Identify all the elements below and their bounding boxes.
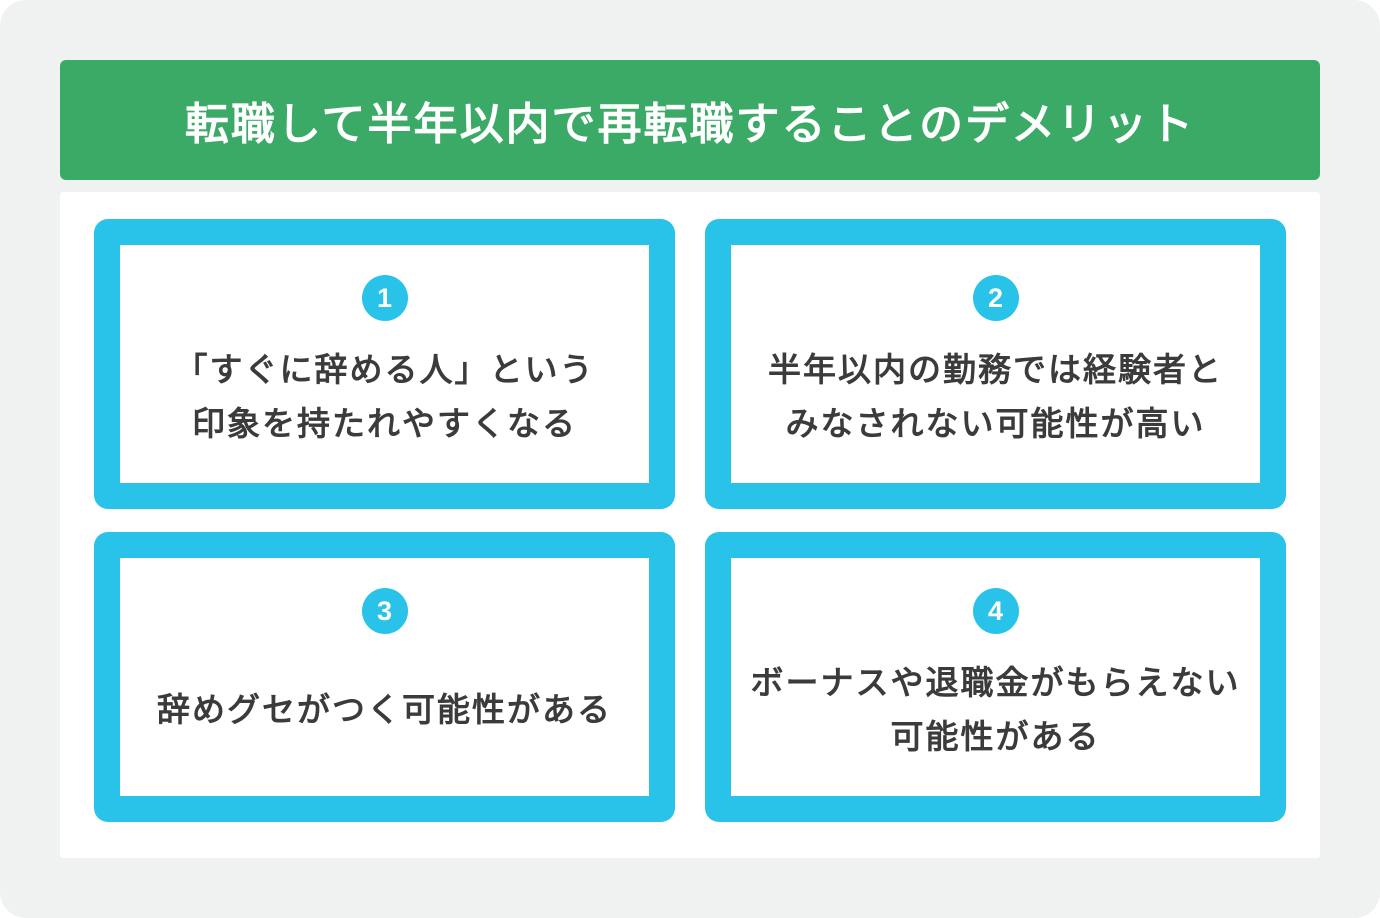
card-text: 「すぐに辞める人」という 印象を持たれやすくなる xyxy=(174,350,595,442)
content-panel: 1 「すぐに辞める人」という 印象を持たれやすくなる 2 半年以内の勤務では経験… xyxy=(60,192,1320,858)
card-text: 辞めグセがつく可能性がある xyxy=(157,690,612,728)
card-number: 1 xyxy=(376,282,393,313)
card-text: ボーナスや退職金がもらえない 可能性がある xyxy=(750,663,1241,755)
demerit-card-2: 2 半年以内の勤務では経験者と みなされない可能性が高い xyxy=(705,219,1286,509)
card-number: 3 xyxy=(376,595,393,626)
number-badge-1: 1 xyxy=(361,275,408,321)
card-grid: 1 「すぐに辞める人」という 印象を持たれやすくなる 2 半年以内の勤務では経験… xyxy=(94,219,1286,822)
card-number: 2 xyxy=(987,282,1004,313)
number-badge-4: 4 xyxy=(972,588,1019,634)
demerit-card-4: 4 ボーナスや退職金がもらえない 可能性がある xyxy=(705,532,1286,822)
number-badge-2: 2 xyxy=(972,275,1019,321)
card-number: 4 xyxy=(987,595,1004,626)
card-text: 半年以内の勤務では経験者と みなされない可能性が高い xyxy=(768,350,1223,442)
page-title: 転職して半年以内で再転職することのデメリット xyxy=(184,100,1196,149)
demerit-card-3: 3 辞めグセがつく可能性がある xyxy=(94,532,675,822)
demerit-card-1: 1 「すぐに辞める人」という 印象を持たれやすくなる xyxy=(94,219,675,509)
number-badge-3: 3 xyxy=(361,588,408,634)
title-banner: 転職して半年以内で再転職することのデメリット xyxy=(60,60,1320,180)
